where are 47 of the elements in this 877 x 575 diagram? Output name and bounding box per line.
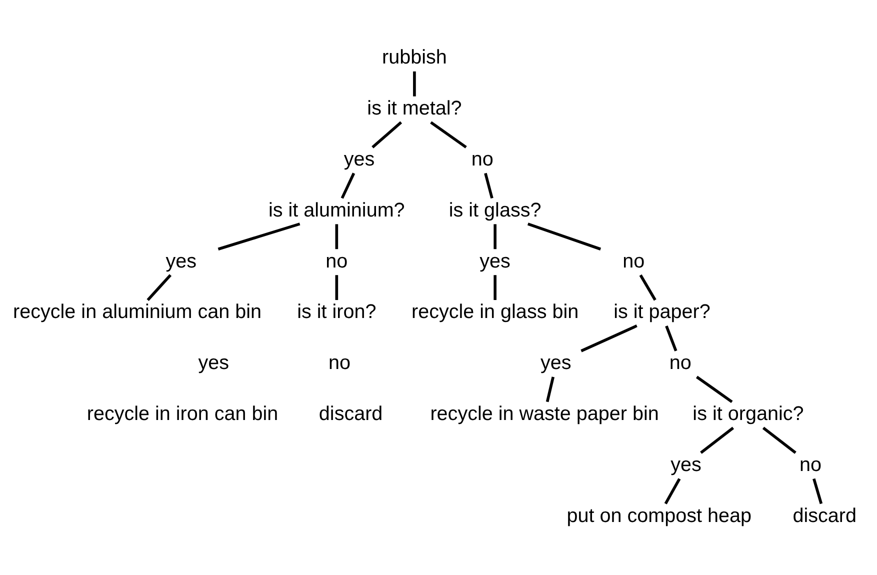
node-text: no: [622, 250, 645, 272]
connector: [335, 224, 338, 250]
node-text: is it organic?: [692, 403, 804, 426]
connector: [340, 172, 356, 199]
connector: [484, 172, 494, 199]
connector: [146, 274, 172, 301]
connector: [639, 274, 656, 301]
connector: [580, 324, 638, 352]
connector: [430, 121, 467, 148]
node-text: no: [471, 148, 494, 170]
connector: [494, 275, 496, 300]
node-text: is it paper?: [614, 301, 710, 324]
connector: [696, 376, 733, 403]
label: recycle in iron can bin: [86, 403, 278, 426]
node-text: recycle in waste paper bin: [430, 403, 659, 426]
label: yes: [198, 352, 230, 374]
connector: [372, 121, 402, 148]
connector: [546, 376, 555, 402]
node-text: is it iron?: [297, 301, 376, 324]
connector: [494, 224, 496, 250]
connector: [664, 478, 681, 504]
connector: [700, 426, 734, 454]
node-text: no: [799, 454, 822, 476]
node-text: put on compost heap: [566, 504, 752, 527]
node-text: rubbish: [382, 46, 447, 69]
connector: [413, 71, 416, 96]
node-text: yes: [540, 352, 572, 374]
node-text: recycle in glass bin: [412, 301, 579, 324]
label: discard: [318, 403, 383, 426]
node-text: yes: [480, 250, 510, 272]
node-text: recycle in aluminium can bin: [13, 301, 262, 324]
node-text: yes: [344, 148, 375, 170]
label: no: [328, 352, 351, 374]
node-text: discard: [792, 504, 856, 527]
node-text: no: [326, 250, 348, 272]
node-text: is it metal?: [367, 98, 462, 120]
node-text: is it glass?: [448, 199, 542, 222]
connector: [527, 222, 602, 250]
node-text: yes: [166, 250, 196, 272]
connector: [218, 222, 300, 250]
connector: [762, 426, 796, 454]
connector: [665, 326, 678, 352]
node-text: yes: [670, 454, 702, 476]
connector: [812, 478, 823, 504]
node-text: is it aluminium?: [268, 199, 405, 222]
node-text: no: [669, 352, 692, 374]
connector: [335, 275, 338, 300]
